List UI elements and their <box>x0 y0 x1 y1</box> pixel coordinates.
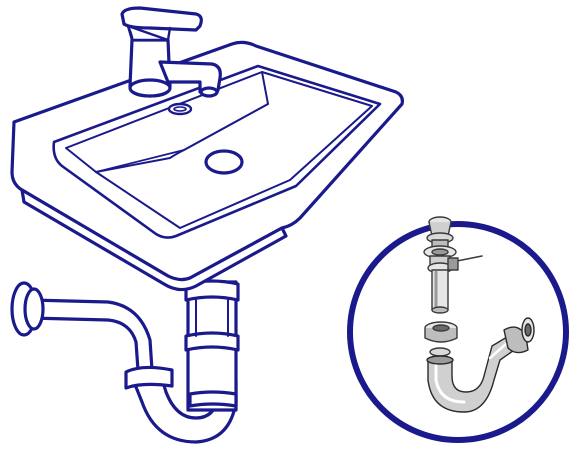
washbasin-body <box>10 40 404 292</box>
popup-drain <box>423 216 483 314</box>
faucet <box>120 6 222 98</box>
p-trap <box>426 317 535 413</box>
inset-detail <box>347 216 569 443</box>
drain-hole <box>204 149 244 175</box>
siphon-pipe <box>10 279 240 444</box>
overflow-slot <box>167 102 193 116</box>
inset-circle <box>347 221 569 443</box>
washer <box>429 347 451 357</box>
slip-nut <box>424 321 458 343</box>
